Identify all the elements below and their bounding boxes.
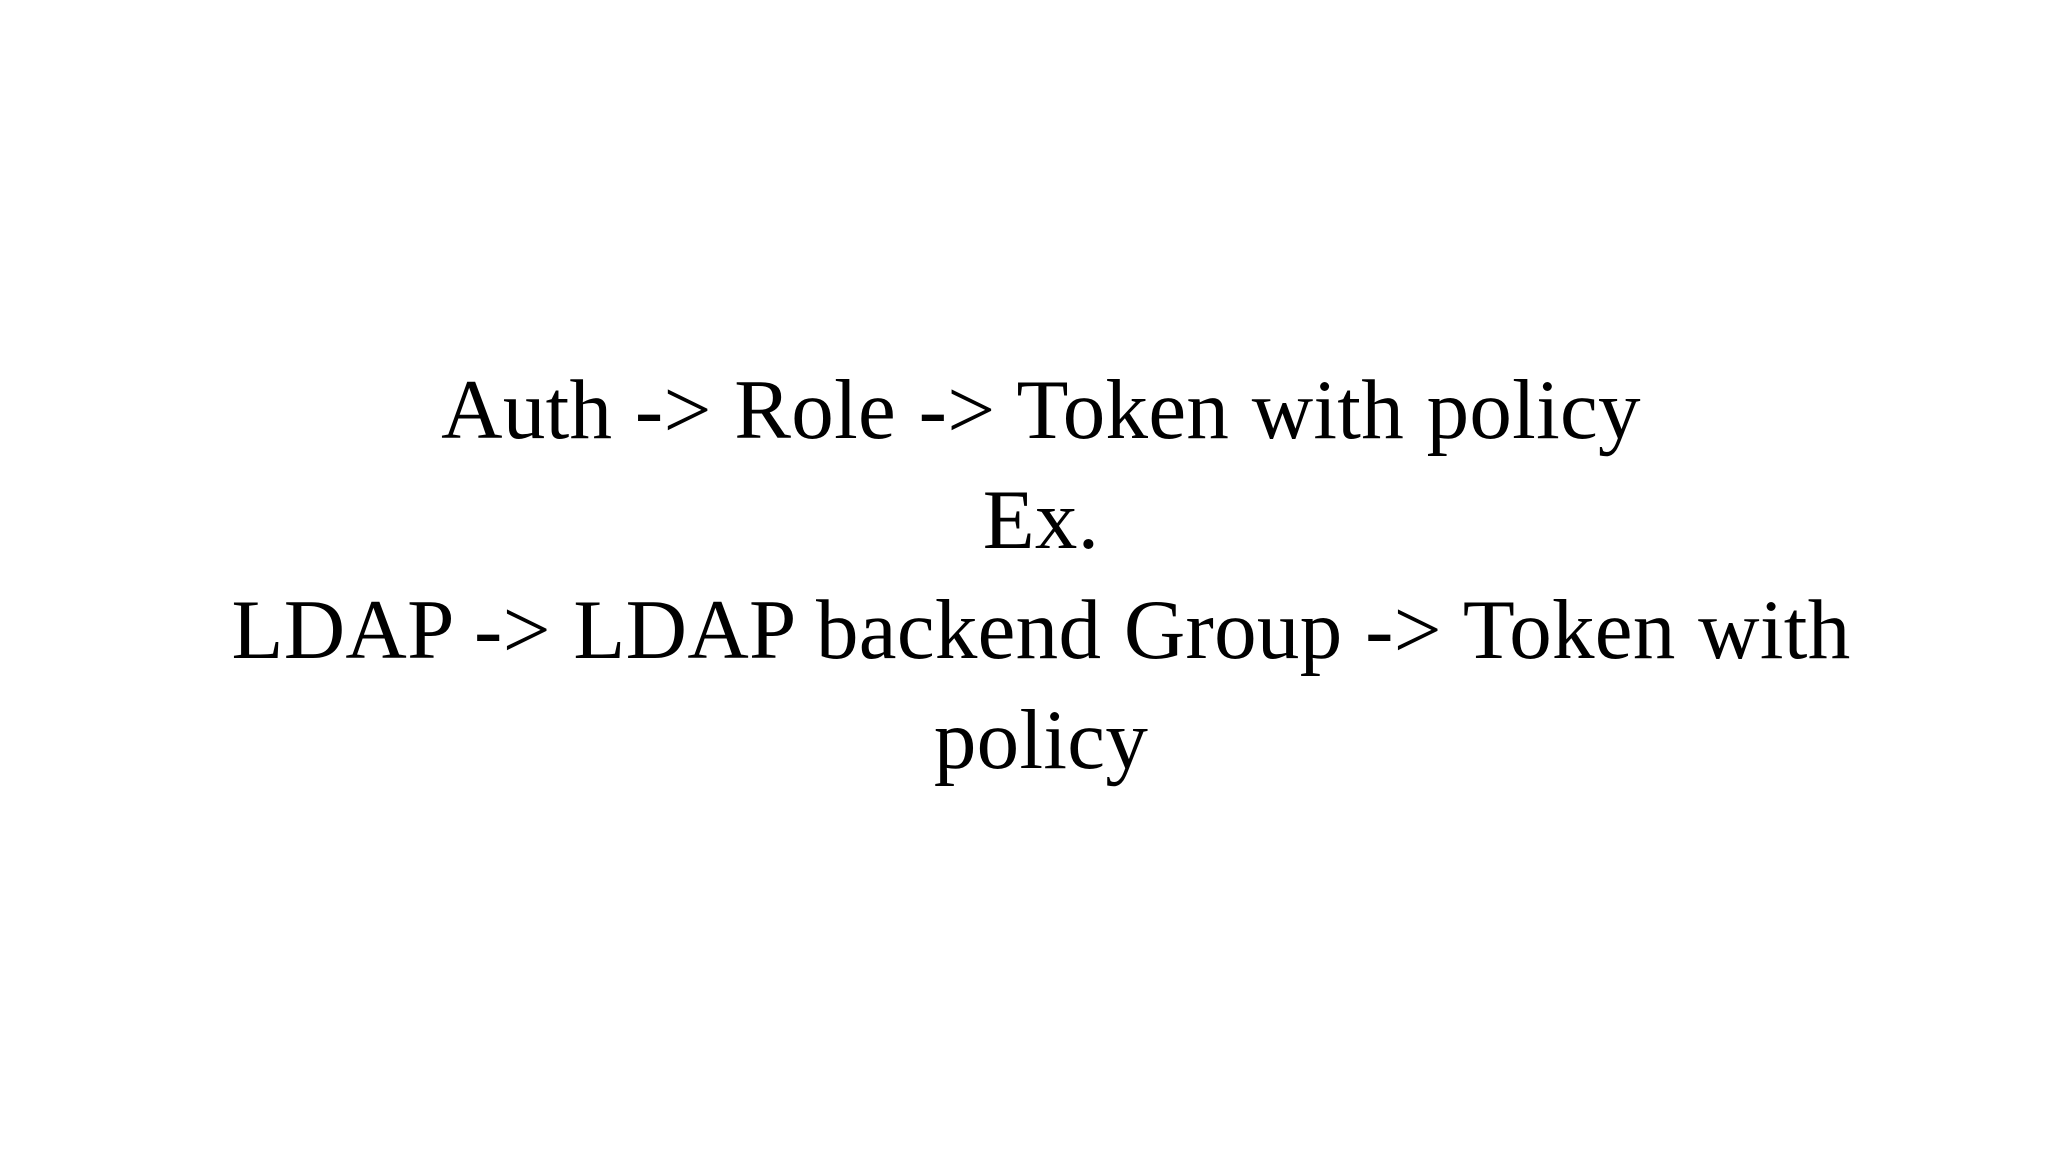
text-block: Auth -> Role -> Token with policy Ex. LD… [160, 355, 1922, 795]
statement-example-label: Ex. [982, 473, 1100, 567]
statement-auth-flow-generic: Auth -> Role -> Token with policy [441, 363, 1641, 457]
statement-auth-flow-ldap: LDAP -> LDAP backend Group -> Token with… [231, 583, 1874, 787]
